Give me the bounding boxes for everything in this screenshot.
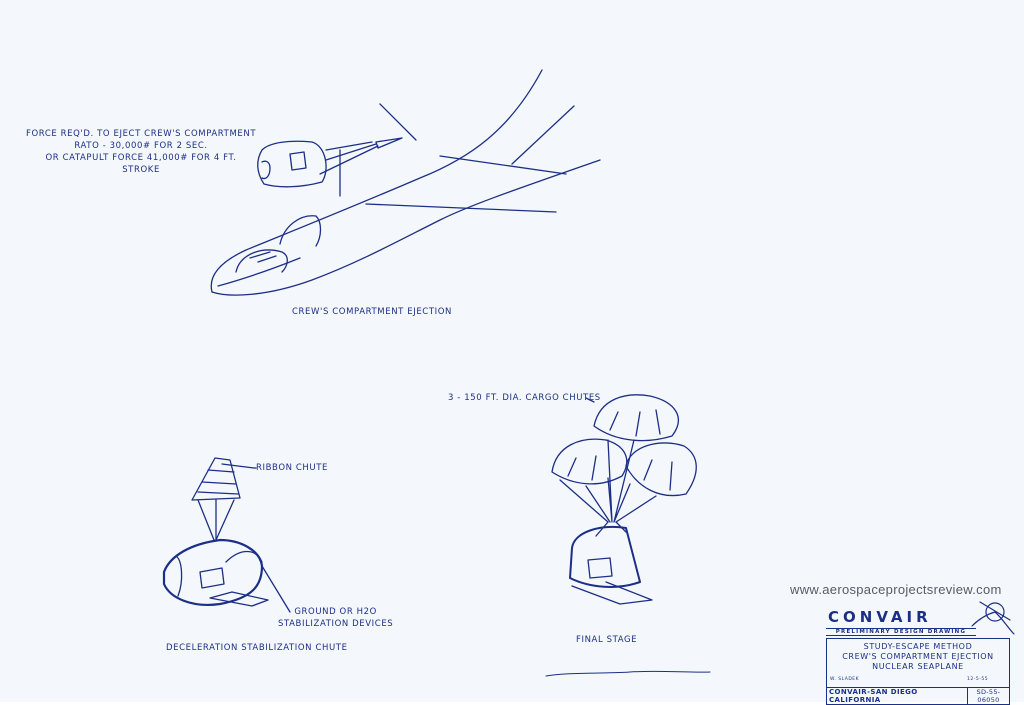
stabilization-label-line-2: STABILIZATION DEVICES bbox=[278, 619, 394, 629]
convair-emblem-icon bbox=[971, 601, 1015, 635]
title-line-2: CREW'S COMPARTMENT EJECTION bbox=[842, 652, 994, 661]
title-box: STUDY-ESCAPE METHOD CREW'S COMPARTMENT E… bbox=[826, 638, 1010, 688]
final-stage-label: FINAL STAGE bbox=[576, 635, 638, 645]
company-footer: CONVAIR-SAN DIEGO CALIFORNIA bbox=[826, 688, 968, 705]
ribbon-chute-label: RIBBON CHUTE bbox=[256, 463, 328, 473]
sea-line bbox=[545, 670, 711, 677]
drawing-number: SD-55-06050 bbox=[968, 688, 1010, 705]
cargo-chutes-label: 3 - 150 FT. DIA. CARGO CHUTES bbox=[448, 393, 601, 403]
deceleration-capsule bbox=[162, 538, 291, 613]
stabilization-label: GROUND OR H2O STABILIZATION DEVICES bbox=[278, 606, 393, 630]
stabilization-label-line-1: GROUND OR H2O bbox=[294, 607, 377, 617]
cargo-chutes-drawing bbox=[551, 394, 697, 523]
drawn-by: W. SLADEK bbox=[830, 677, 860, 682]
cargo-leader bbox=[585, 397, 595, 403]
force-note-line-1: FORCE REQ'D. TO EJECT CREW'S COMPARTMENT bbox=[26, 129, 257, 139]
watermark-text: www.aerospaceprojectsreview.com bbox=[790, 582, 1002, 597]
preliminary-stamp: PRELIMINARY DESIGN DRAWING bbox=[826, 628, 976, 636]
final-stage-capsule bbox=[569, 521, 653, 605]
title-line-1: STUDY-ESCAPE METHOD bbox=[863, 642, 973, 651]
aircraft-drawing bbox=[210, 69, 601, 296]
drawing-date: 12-5-55 bbox=[967, 677, 989, 682]
title-block: CONVAIR PRELIMINARY DESIGN DRAWING STUDY… bbox=[818, 598, 1014, 705]
force-note-line-4: STROKE bbox=[122, 165, 160, 175]
title-line-3: NUCLEAR SEAPLANE bbox=[872, 662, 964, 671]
ejected-capsule bbox=[257, 137, 403, 188]
force-note: FORCE REQ'D. TO EJECT CREW'S COMPARTMENT… bbox=[26, 128, 256, 176]
brand-name: CONVAIR bbox=[828, 608, 932, 626]
deceleration-label: DECELERATION STABILIZATION CHUTE bbox=[166, 643, 348, 653]
force-note-line-3: OR CATAPULT FORCE 41,000# FOR 4 FT. bbox=[45, 153, 237, 163]
ejection-label: CREW'S COMPARTMENT EJECTION bbox=[292, 307, 452, 317]
force-note-line-2: RATO - 30,000# FOR 2 SEC. bbox=[74, 141, 208, 151]
ribbon-chute-drawing bbox=[191, 457, 255, 541]
